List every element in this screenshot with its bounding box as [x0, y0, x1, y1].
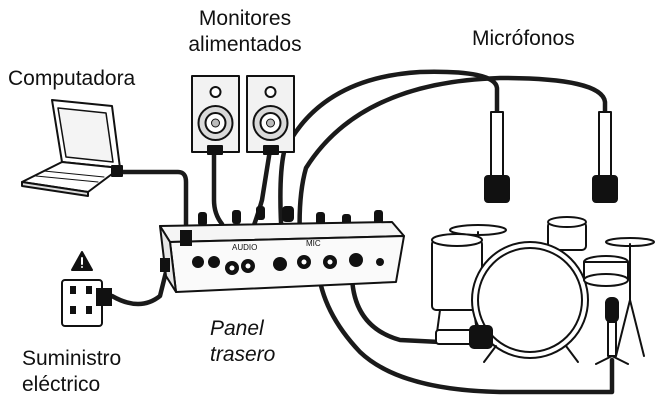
microphone-icon [592, 111, 618, 203]
mixer-icon: AUDIO MIC [159, 206, 405, 293]
monitors-label: Monitores alimentados [188, 7, 302, 57]
laptop-icon [21, 99, 123, 197]
mic-cable-right [297, 75, 608, 243]
cables [109, 69, 615, 395]
power-outlet-icon [61, 279, 112, 327]
microphone-icon [484, 111, 510, 203]
microphones-label: Micrófonos [472, 27, 575, 50]
mic-cable-left [278, 69, 500, 243]
computer-label: Computadora [8, 67, 136, 90]
microphone-icon [435, 325, 493, 349]
handheld-mic-cable [315, 265, 615, 395]
power-cable [109, 269, 169, 307]
mixer-audio-label: AUDIO [232, 243, 257, 252]
warning-icon [71, 251, 93, 271]
studio-monitor-icon [246, 75, 295, 155]
studio-monitor-icon [191, 75, 240, 155]
drum-kit-icon [431, 216, 655, 363]
rear-panel-label: Panel trasero [210, 317, 276, 367]
power-supply-label: Suministro eléctrico [22, 347, 122, 397]
microphone-icon [595, 297, 629, 365]
mixer-mic-label: MIC [306, 239, 321, 248]
usb-cable [115, 169, 189, 241]
